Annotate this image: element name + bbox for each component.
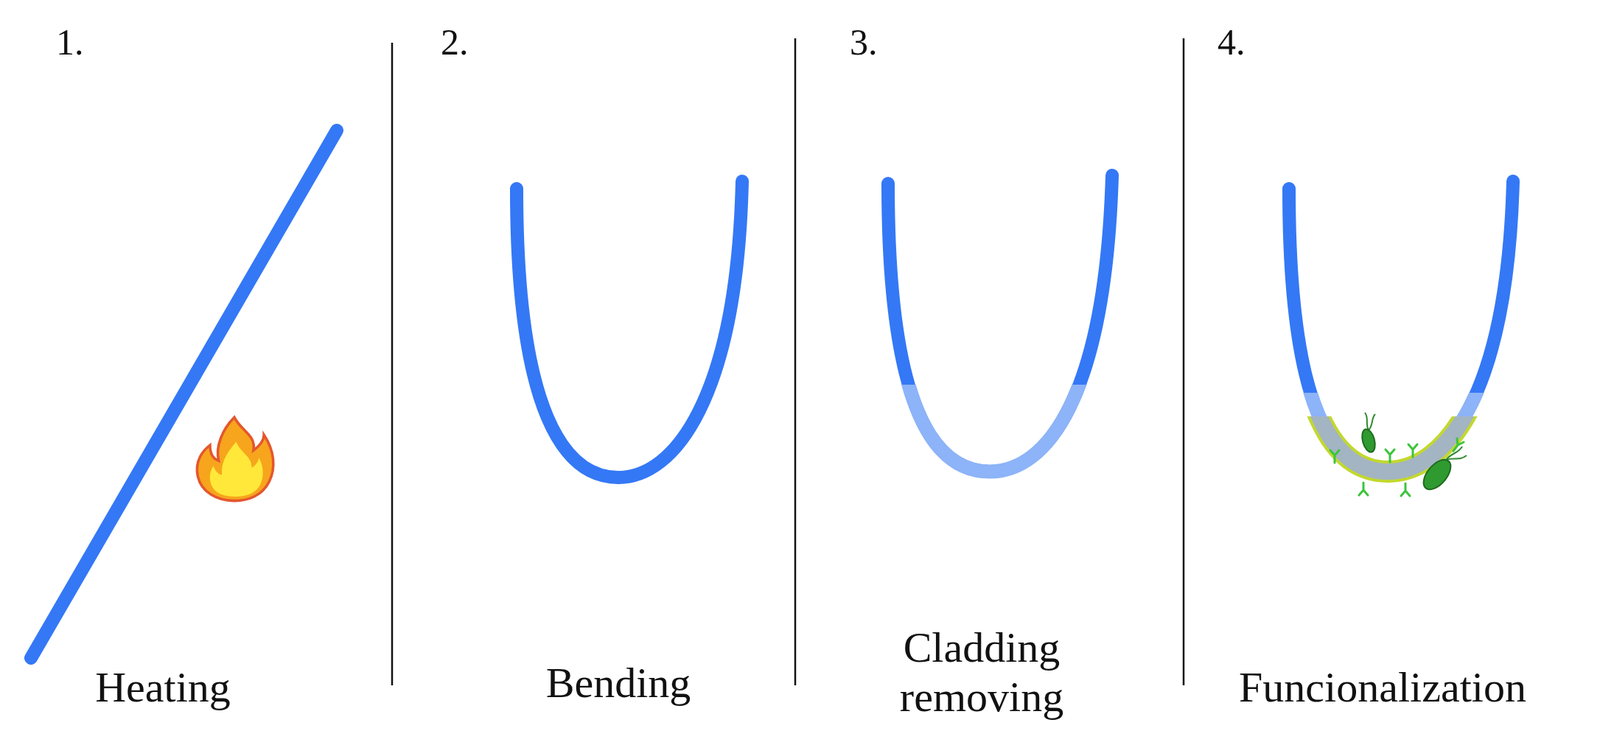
bacterium-body (1359, 427, 1378, 454)
antibody-symbol (1385, 449, 1395, 463)
step-caption: Heating (15, 663, 311, 713)
divider-line (391, 42, 394, 686)
uncladded-section (888, 384, 1113, 472)
bent-fiber (1288, 181, 1514, 472)
flagellum (1364, 412, 1376, 431)
step-number: 3. (849, 22, 878, 63)
flame-icon (196, 417, 273, 501)
functional-layer (1288, 416, 1514, 472)
antibody-symbol (1401, 483, 1410, 496)
flame-outer (196, 417, 273, 501)
optical-fiber (30, 130, 337, 659)
divider-line (794, 38, 797, 686)
bacterium (1418, 446, 1467, 495)
bent-fiber (888, 175, 1113, 472)
antibody-symbols (1330, 438, 1464, 496)
step-caption: Funcionalization (1183, 663, 1582, 713)
bacterium (1359, 412, 1378, 454)
coated-core (1288, 416, 1514, 472)
flagellum (1445, 446, 1467, 460)
step-caption: Cladding removing (860, 623, 1104, 722)
uncladded-section (1288, 392, 1514, 472)
step-number: 1. (56, 22, 85, 63)
antibody-symbol (1453, 438, 1464, 452)
antibody-symbol (1330, 450, 1340, 463)
step-number: 4. (1217, 22, 1246, 63)
flame-inner (210, 441, 264, 497)
bacterium-body (1418, 454, 1457, 494)
antibody-symbol (1408, 444, 1418, 457)
step-number: 2. (440, 22, 469, 63)
divider-line (1182, 38, 1186, 686)
bent-fiber (516, 181, 743, 478)
antibody-symbol (1359, 482, 1368, 496)
step-caption: Bending (463, 658, 774, 709)
panel-dividers (392, 38, 1184, 686)
